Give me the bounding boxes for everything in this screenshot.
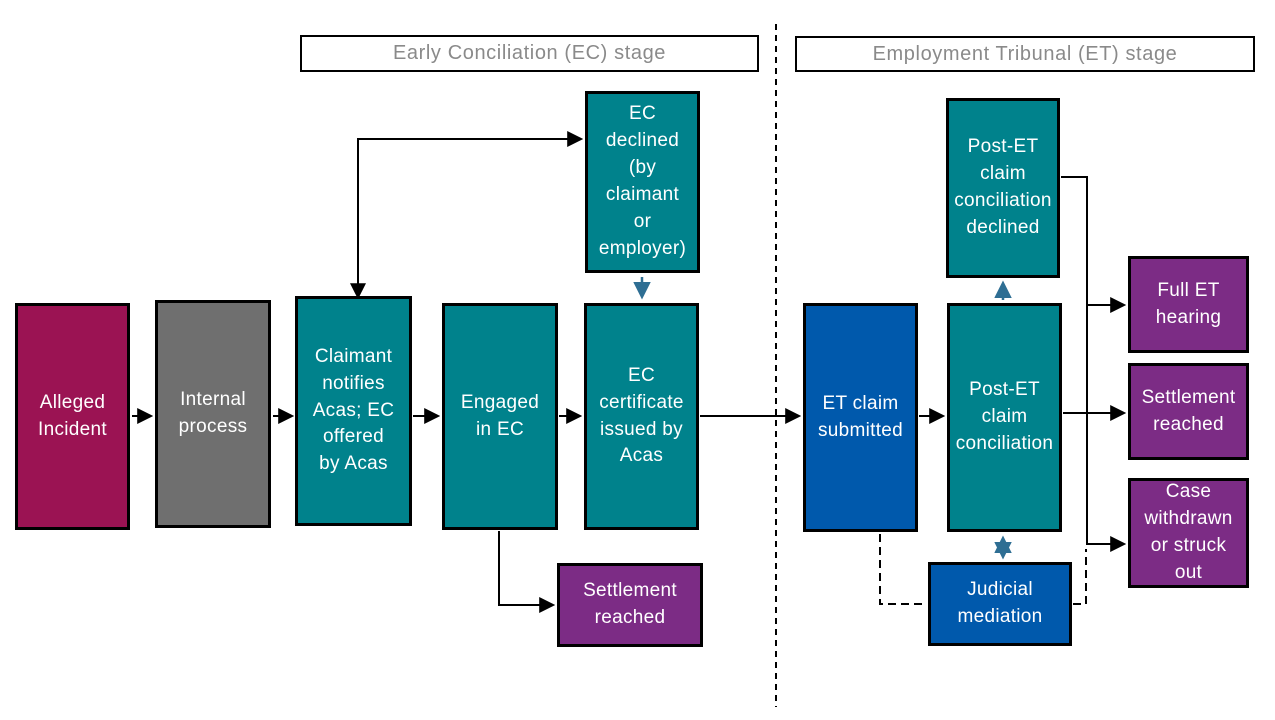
node-settlement-reached-et: Settlement reached bbox=[1128, 363, 1249, 460]
connector-claimant-to-ec-declined bbox=[357, 131, 584, 298]
node-et-claim-submitted: ET claim submitted bbox=[803, 303, 918, 532]
connector-engaged-to-settlement bbox=[498, 531, 556, 613]
node-label: EC certificate issued by Acas bbox=[599, 364, 684, 467]
node-settlement-reached-ec: Settlement reached bbox=[557, 563, 703, 647]
node-full-et-hearing: Full ET hearing bbox=[1128, 256, 1249, 353]
node-label: Case withdrawn or struck out bbox=[1144, 481, 1233, 583]
node-ec-certificate: EC certificate issued by Acas bbox=[584, 303, 699, 530]
node-post-et-declined: Post-ET claim conciliation declined bbox=[946, 98, 1060, 278]
node-engaged-in-ec: Engaged in EC bbox=[442, 303, 558, 530]
node-label: Settlement reached bbox=[1141, 386, 1236, 435]
node-ec-declined: EC declined (by claimant or employer) bbox=[585, 91, 700, 273]
node-label: Judicial mediation bbox=[957, 579, 1043, 627]
stage-header-et: Employment Tribunal (ET) stage bbox=[795, 36, 1255, 72]
node-label: Alleged Incident bbox=[38, 391, 107, 440]
node-label: EC declined (by claimant or employer) bbox=[598, 103, 687, 259]
node-label: Post-ET claim conciliation declined bbox=[954, 136, 1052, 238]
node-label: Internal process bbox=[178, 389, 248, 437]
node-label: Engaged in EC bbox=[460, 391, 540, 440]
node-label: Full ET hearing bbox=[1155, 279, 1222, 328]
node-case-withdrawn: Case withdrawn or struck out bbox=[1128, 478, 1249, 588]
connector-etclaim-to-judicial-dashed bbox=[879, 534, 924, 605]
node-judicial-mediation: Judicial mediation bbox=[928, 562, 1072, 646]
connector-declined-to-case-withdrawn bbox=[1061, 176, 1127, 552]
node-label: ET claim submitted bbox=[817, 392, 904, 441]
node-alleged-incident: Alleged Incident bbox=[15, 303, 130, 530]
node-claimant-notifies: Claimant notifies Acas; EC offered by Ac… bbox=[295, 296, 412, 526]
node-label: Settlement reached bbox=[583, 580, 677, 628]
stage-header-ec: Early Conciliation (EC) stage bbox=[300, 35, 759, 72]
node-post-et-conciliation: Post-ET claim conciliation bbox=[947, 303, 1062, 532]
node-label: Claimant notifies Acas; EC offered by Ac… bbox=[312, 345, 395, 475]
node-internal-process: Internal process bbox=[155, 300, 271, 528]
node-label: Post-ET claim conciliation bbox=[955, 379, 1054, 454]
connector-judicial-to-case-dashed bbox=[1073, 549, 1087, 605]
